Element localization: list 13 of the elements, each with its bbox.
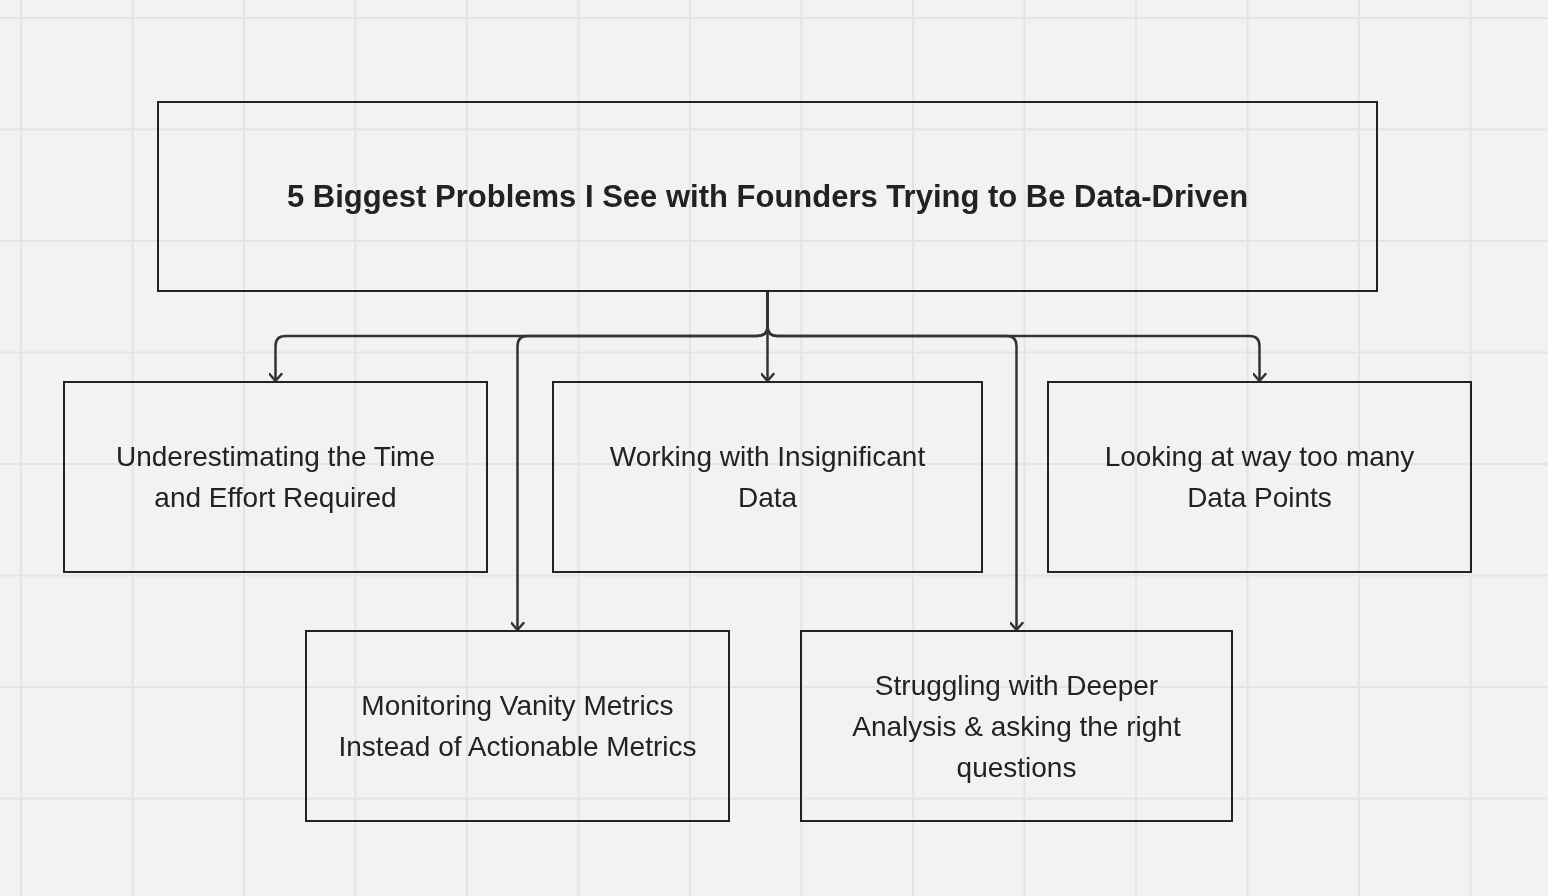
box-text: Working with Insignificant Data (608, 440, 927, 515)
problem-box (1047, 381, 1472, 573)
box-text: Looking at way too many Data Points (1103, 440, 1416, 515)
box-text: Underestimating the Time and Effort Required (114, 440, 436, 515)
problem-box (305, 630, 730, 822)
problem-box (552, 381, 983, 573)
title-box (157, 101, 1378, 292)
box-text: Struggling with Deeper Analysis & asking the right questions (851, 668, 1182, 785)
problem-box (63, 381, 488, 573)
box-text: Monitoring Vanity Metrics Instead of Actionable Metrics (337, 689, 698, 764)
title-text: 5 Biggest Problems I See with Founders Trying to Be Data-Driven (285, 178, 1250, 216)
problem-box (800, 630, 1233, 822)
arrow (766, 292, 1024, 632)
